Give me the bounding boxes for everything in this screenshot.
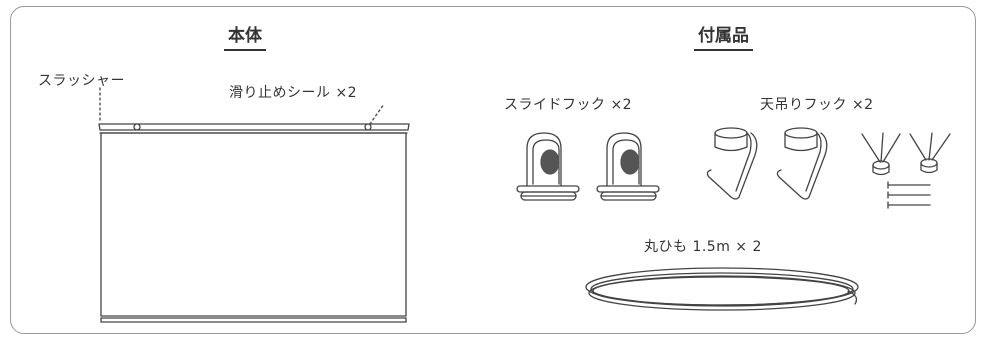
ceiling-hook-label: 天吊りフック ×2 xyxy=(760,97,874,113)
slide-hook-drawing xyxy=(596,132,660,201)
slip-seal-label: 滑り止めシール ×2 xyxy=(229,85,358,101)
ceiling-hook-drawing xyxy=(706,127,758,200)
slasher-label: スラッシャー xyxy=(38,73,125,89)
screw-anchor-drawing xyxy=(861,132,951,176)
cord-label: 丸ひも 1.5m × 2 xyxy=(644,239,762,255)
nail-drawing xyxy=(887,181,931,209)
accessories-heading: 付属品 xyxy=(694,21,753,51)
content-frame xyxy=(10,6,976,334)
slide-hook-drawing xyxy=(516,132,580,201)
main-body-heading: 本体 xyxy=(224,21,266,51)
coiled-cord-drawing xyxy=(585,267,859,311)
ceiling-hook-drawing xyxy=(776,127,828,200)
slide-hook-label: スライドフック ×2 xyxy=(504,97,633,113)
screen-panel-drawing xyxy=(98,85,410,323)
